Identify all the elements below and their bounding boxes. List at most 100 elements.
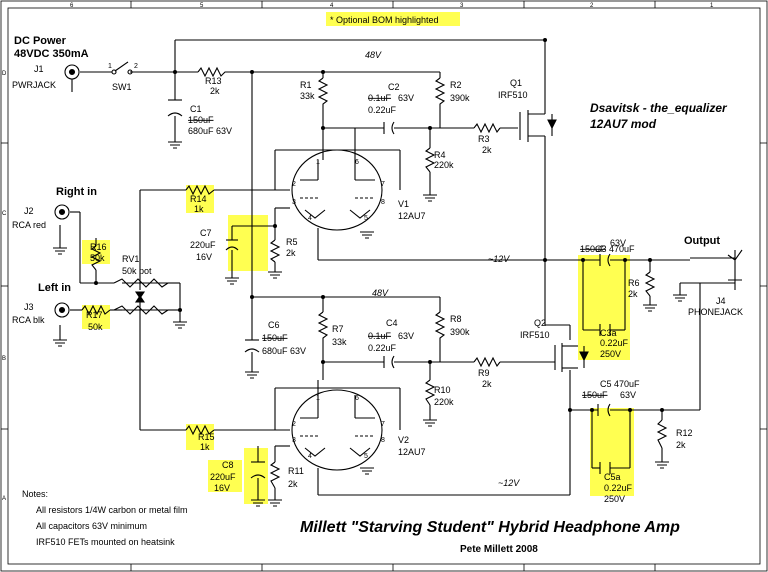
labels: * Optional BOM highlighted DC Power 48VD… [12, 15, 743, 555]
r13-ref: R13 [205, 76, 222, 86]
c5a-voltage: 250V [604, 494, 625, 504]
c8-value: 220uF [210, 472, 236, 482]
rail-48v-lower: 48V [372, 288, 389, 298]
r4-value: 220k [434, 160, 454, 170]
border-col-5: 5 [200, 3, 204, 9]
sw1-pin1: 1 [108, 63, 112, 70]
c3a-value: 0.22uF [600, 338, 629, 348]
v2-pin5: 5 [364, 453, 368, 460]
r9-ref: R9 [478, 368, 490, 378]
border-col-2: 2 [590, 3, 594, 9]
r17-ref: R17 [86, 310, 103, 320]
rail-12v-lower: ~12V [498, 478, 520, 488]
v1-pin1: 1 [316, 159, 320, 166]
c5-old-value: 150uF [582, 390, 608, 400]
rv1-upper [113, 278, 169, 288]
c4-old-value: 0.1uF [368, 331, 392, 341]
r3-value: 2k [482, 145, 492, 155]
c2-ref: C2 [388, 82, 400, 92]
optional-bom-note: * Optional BOM highlighted [330, 15, 439, 25]
c7-voltage: 16V [196, 252, 212, 262]
border-row-b: B [2, 356, 6, 362]
r3-symbol [473, 122, 501, 134]
r16-value: 50k [90, 253, 105, 263]
c3a-ref: C3a [600, 328, 617, 338]
r5-value: 2k [286, 248, 296, 258]
sw1-pin2: 2 [134, 63, 138, 70]
r2-ref: R2 [450, 80, 462, 90]
note-2: All capacitors 63V minimum [36, 521, 147, 531]
v1-pin2: 2 [292, 181, 296, 188]
c5a-ref: C5a [604, 472, 621, 482]
r5-symbol [269, 239, 281, 263]
r7-ref: R7 [332, 324, 344, 334]
border-col-6: 6 [70, 3, 74, 9]
r7-symbol [317, 311, 329, 342]
j1-name: PWRJACK [12, 80, 56, 90]
r4-symbol [424, 147, 436, 173]
c5a-value: 0.22uF [604, 483, 633, 493]
mosfet-q1 [519, 108, 557, 142]
r8-value: 390k [450, 327, 470, 337]
r15-value: 1k [200, 442, 210, 452]
c4-ref: C4 [386, 318, 398, 328]
j2-ref: J2 [24, 206, 34, 216]
c8-ref: C8 [222, 460, 234, 470]
left-in-label: Left in [38, 282, 71, 294]
r12-value: 2k [676, 440, 686, 450]
resistors [81, 66, 668, 489]
notes-heading: Notes: [22, 489, 48, 499]
sw1-ref: SW1 [112, 82, 132, 92]
rv1-value: 50k pot [122, 266, 152, 276]
r13-value: 2k [210, 86, 220, 96]
q1-part: IRF510 [498, 90, 528, 100]
c1-value: 680uF 63V [188, 126, 232, 136]
border-row-d: D [2, 71, 7, 77]
schematic-author: Pete Millett 2008 [460, 544, 538, 555]
optional-bom-highlights [82, 12, 634, 504]
r3-ref: R3 [478, 134, 490, 144]
j3-name: RCA blk [12, 315, 45, 325]
r2-symbol [434, 77, 446, 108]
r11-symbol [269, 461, 281, 489]
c4-voltage: 63V [398, 331, 414, 341]
v1-part: 12AU7 [398, 211, 426, 221]
mod-title: Dsavitsk - the_equalizer [590, 101, 728, 115]
grounds [53, 141, 687, 507]
r8-ref: R8 [450, 314, 462, 324]
c6-value: 680uF 63V [262, 346, 306, 356]
c3a-voltage: 250V [600, 349, 621, 359]
right-in-label: Right in [56, 186, 97, 198]
dc-power-spec: 48VDC 350mA [14, 48, 89, 60]
mod-subtitle: 12AU7 mod [590, 117, 657, 131]
q1-ref: Q1 [510, 78, 522, 88]
r5-ref: R5 [286, 237, 298, 247]
tube-v2 [291, 380, 383, 471]
sw1-contact-1 [111, 69, 117, 75]
v2-pin8: 8 [381, 437, 385, 444]
mosfet-q2 [554, 343, 589, 372]
r9-value: 2k [482, 379, 492, 389]
connectors [54, 61, 743, 318]
r10-value: 220k [434, 397, 454, 407]
c6-ref: C6 [268, 320, 280, 330]
v2-pin2: 2 [292, 421, 296, 428]
v1-pin8: 8 [381, 199, 385, 206]
v1-pin3: 3 [292, 199, 296, 206]
tube-v1 [291, 149, 383, 231]
v1-pin7: 7 [381, 181, 385, 188]
c4-value: 0.22uF [368, 343, 397, 353]
r10-ref: R10 [434, 385, 451, 395]
r8-symbol [434, 311, 446, 342]
r14-ref: R14 [190, 194, 207, 204]
j3-symbol [54, 302, 70, 318]
v2-part: 12AU7 [398, 447, 426, 457]
q2-part: IRF510 [520, 330, 550, 340]
c3-old-value: 150uF [580, 244, 606, 254]
r2-value: 390k [450, 93, 470, 103]
j4-symbol [727, 249, 743, 290]
c2-voltage: 63V [398, 93, 414, 103]
j4-ref: J4 [716, 296, 726, 306]
r6-ref: R6 [628, 278, 640, 288]
